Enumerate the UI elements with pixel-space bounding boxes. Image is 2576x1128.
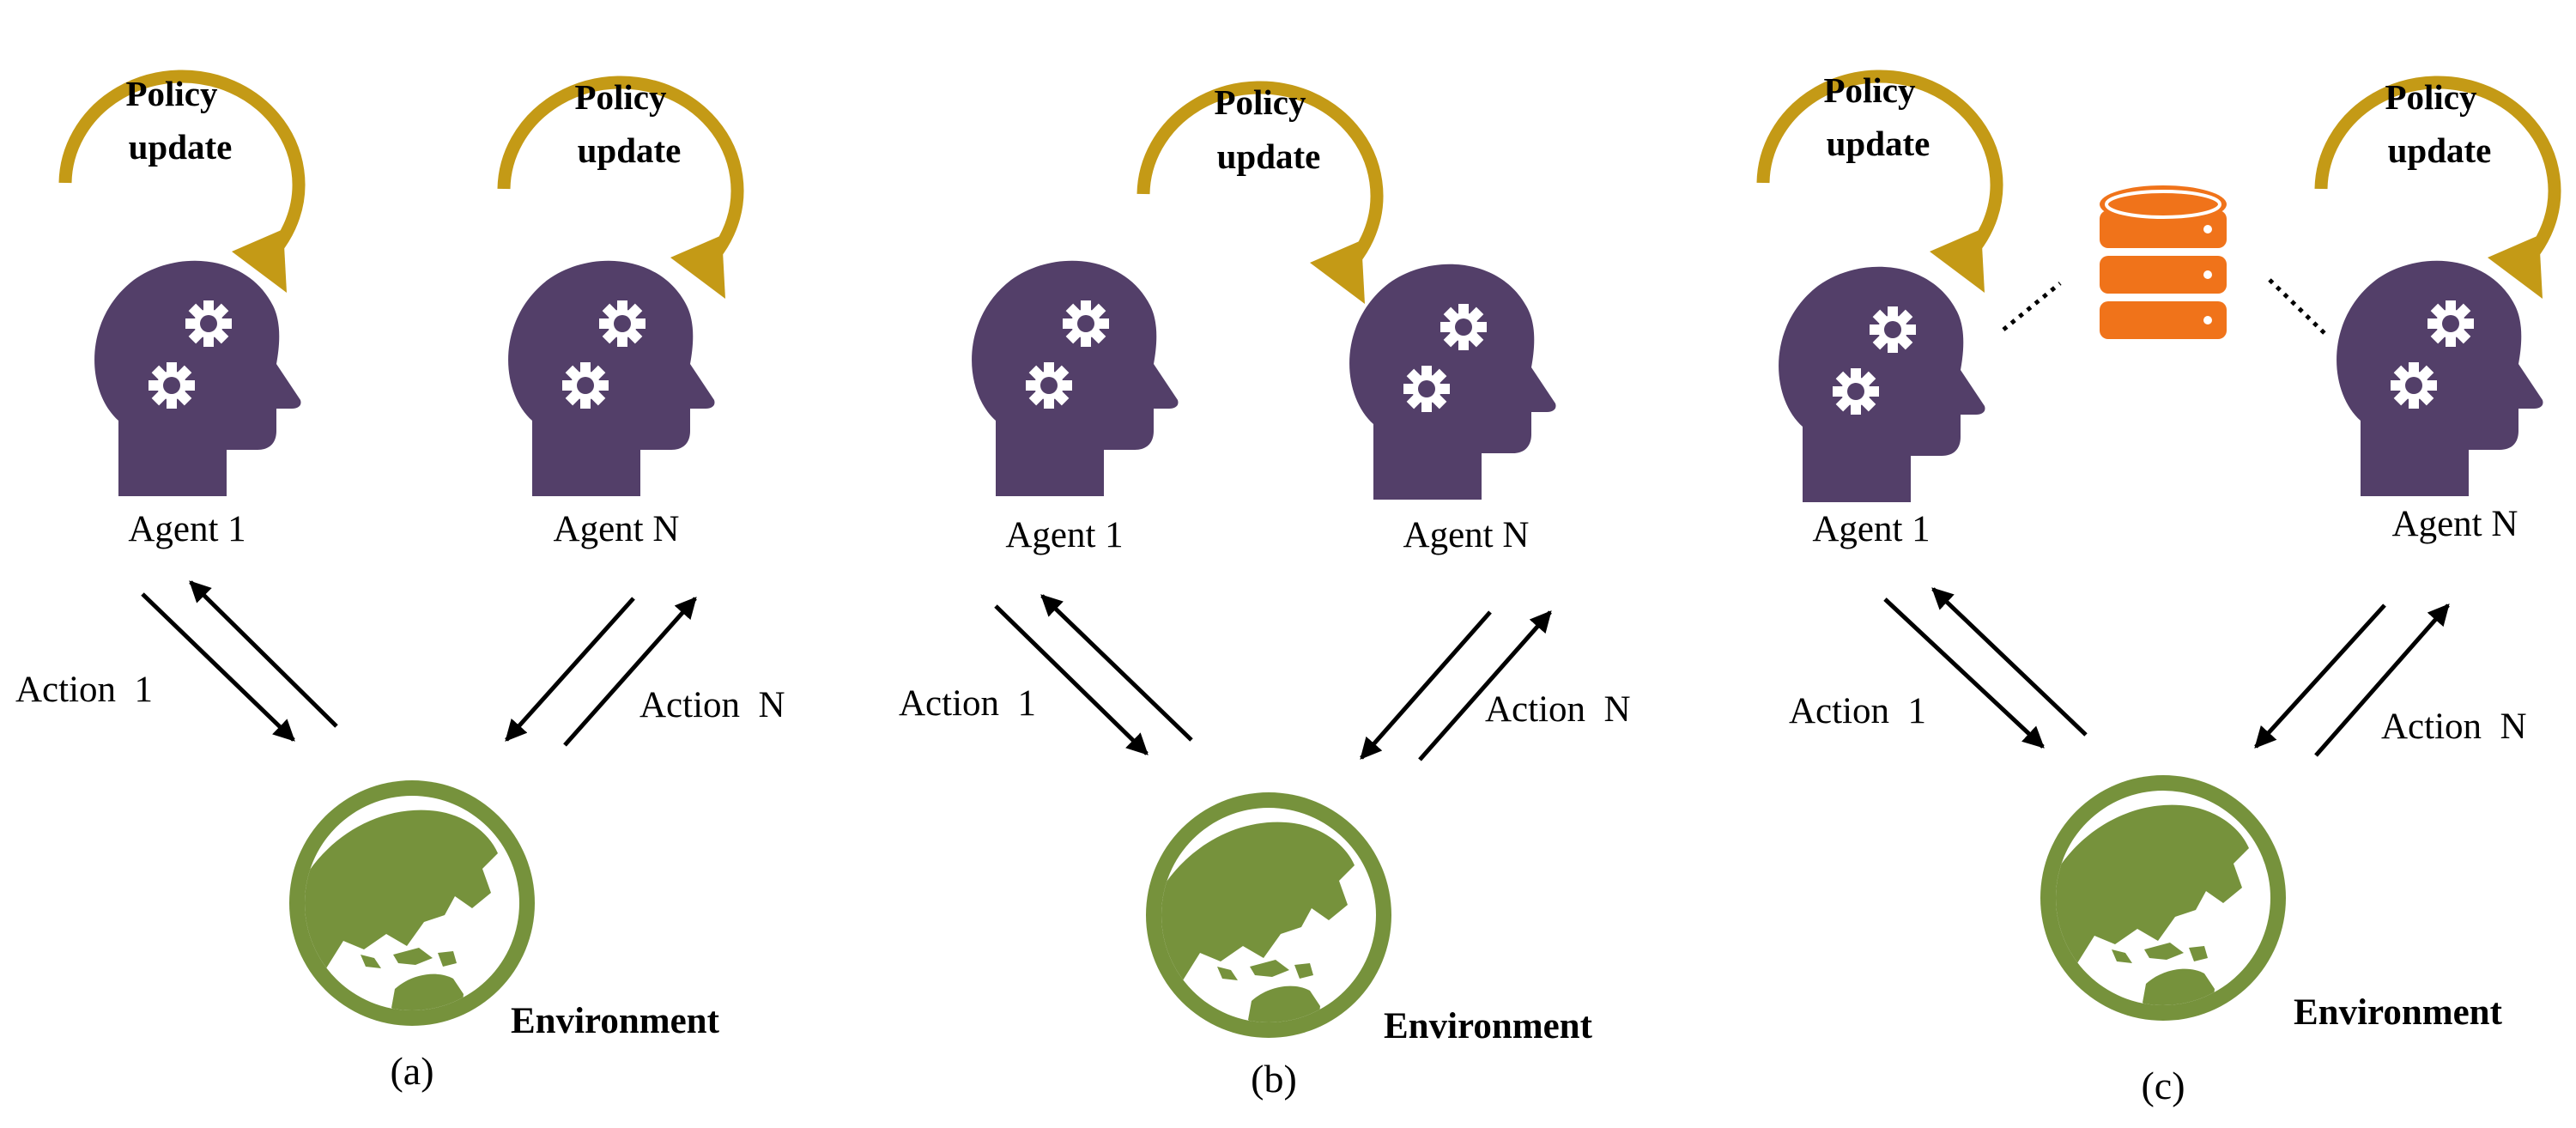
agent-label: Agent 1	[128, 509, 245, 549]
panel-c: Policy update Policy update Agent 1 Agen…	[1763, 70, 2555, 1107]
buffer-link	[2002, 282, 2062, 331]
action-arrow	[2314, 603, 2450, 757]
environment-label: Environment	[1384, 1006, 1593, 1046]
agent-label: Agent N	[2392, 504, 2518, 544]
action-label: Action 1	[15, 670, 153, 710]
feedback-arrow	[1360, 610, 1492, 760]
action-label: Action N	[639, 685, 785, 725]
shared-database-icon	[2098, 184, 2228, 341]
feedback-arrow	[2254, 603, 2386, 749]
panel-caption: (c)	[2141, 1064, 2185, 1107]
policy-update-label-line1: Policy	[1823, 70, 1916, 110]
agent-label: Agent 1	[1005, 515, 1123, 555]
action-label: Action 1	[899, 683, 1036, 724]
agent-head-icon	[972, 261, 1178, 496]
action-arrow	[563, 597, 697, 747]
policy-update-label-line1: Policy	[125, 74, 218, 113]
action-arrow	[141, 592, 295, 742]
action-arrow	[1418, 610, 1552, 761]
policy-update-label-line1: Policy	[2385, 77, 2477, 117]
feedback-arrow	[505, 597, 635, 742]
environment-globe-icon	[289, 780, 535, 1026]
environment-globe-icon	[1146, 792, 1391, 1038]
agent-label: Agent N	[554, 509, 680, 549]
action-label: Action N	[1485, 689, 1631, 730]
action-label: Action N	[2381, 707, 2527, 747]
agent-head-icon	[508, 261, 714, 496]
feedback-arrow	[1931, 587, 2088, 737]
environment-label: Environment	[2294, 992, 2503, 1033]
panel-caption: (a)	[390, 1049, 433, 1093]
policy-update-label-line2: update	[1217, 136, 1321, 176]
panel-caption: (b)	[1251, 1057, 1297, 1101]
agent-label: Agent 1	[1812, 509, 1930, 549]
action-arrow	[1883, 597, 2045, 749]
panel-b: Policy update Agent 1 Agent N Action 1 A…	[899, 82, 1631, 1101]
feedback-arrow	[189, 580, 338, 728]
action-arrow	[994, 604, 1149, 755]
feedback-arrow	[1040, 594, 1193, 742]
policy-update-label-line1: Policy	[1214, 82, 1306, 122]
environment-label: Environment	[511, 1001, 720, 1041]
agent-label: Agent N	[1403, 515, 1530, 555]
agent-head-icon	[94, 261, 300, 496]
agent-head-icon	[1779, 267, 1985, 502]
policy-update-label-line2: update	[1827, 124, 1930, 163]
policy-update-label-line2: update	[129, 127, 233, 167]
agent-head-icon	[2337, 261, 2543, 496]
panel-a: Policy update Policy update Agent 1 Agen…	[15, 74, 785, 1093]
agent-head-icon	[1349, 264, 1555, 500]
policy-update-label-line1: Policy	[574, 77, 667, 117]
action-label: Action 1	[1789, 691, 1926, 731]
environment-globe-icon	[2040, 775, 2286, 1021]
policy-update-label-line2: update	[578, 130, 682, 170]
policy-update-label-line2: update	[2388, 130, 2492, 170]
buffer-link	[2268, 278, 2330, 338]
